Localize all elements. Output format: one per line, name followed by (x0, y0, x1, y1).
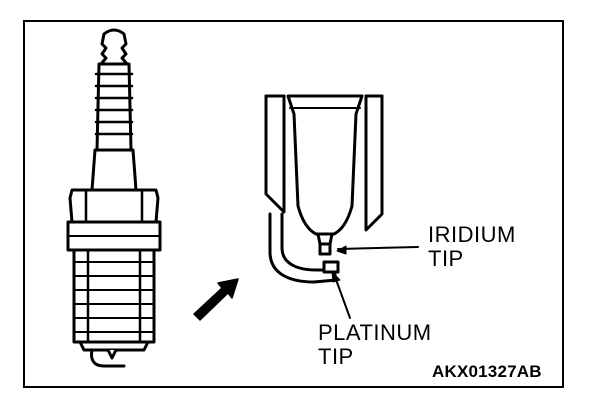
iridium-label-tip: TIP (428, 246, 464, 271)
platinum-tip-marker (322, 260, 340, 274)
magnified-cutaway (264, 94, 384, 284)
iridium-label: IRIDIUM (428, 222, 516, 247)
platinum-label-tip: TIP (318, 344, 354, 369)
spark-plug (66, 28, 162, 368)
platinum-label: PLATINUM (318, 320, 432, 345)
iridium-leader-line (337, 246, 419, 250)
direction-arrow (193, 278, 239, 321)
iridium-tip-marker (318, 242, 332, 256)
figure-code: AKX01327AB (432, 362, 542, 381)
